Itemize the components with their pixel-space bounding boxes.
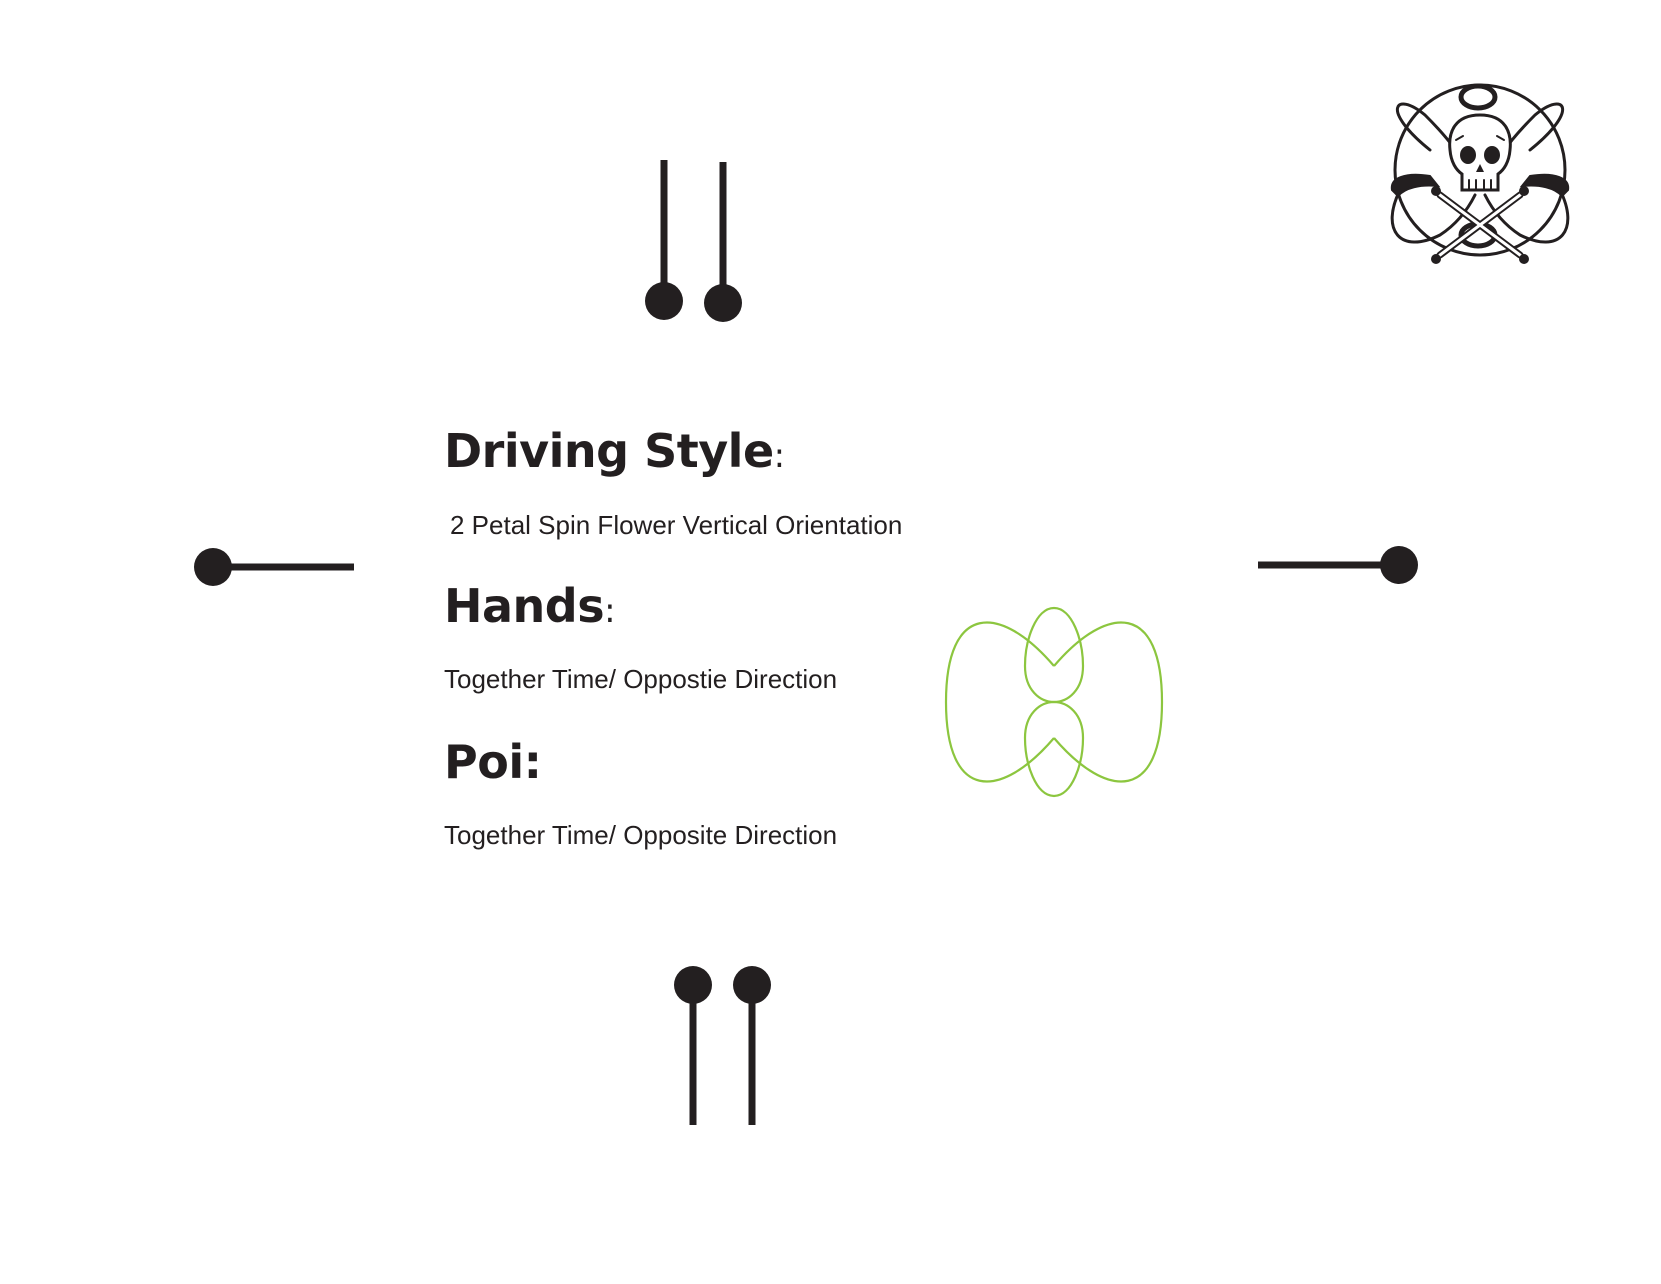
hands-heading-text: Hands bbox=[444, 579, 605, 633]
poi-heading: Poi: bbox=[444, 739, 542, 785]
logo-bone-end-4 bbox=[1519, 186, 1529, 196]
flower-outer-right-loop bbox=[1053, 621, 1164, 783]
top-poi-left-head bbox=[645, 282, 683, 320]
logo-swirl-lower-left bbox=[1390, 188, 1477, 244]
flower-upper-petal bbox=[1023, 606, 1085, 704]
logo-skull-crack-1 bbox=[1455, 135, 1464, 141]
flower-outer-left-loop bbox=[944, 621, 1055, 783]
skull-crossbones-orbit-logo bbox=[1390, 83, 1570, 264]
poi-heading-colon: : bbox=[523, 735, 542, 789]
logo-skull-crack-2 bbox=[1496, 135, 1505, 141]
logo-horn-left bbox=[1390, 173, 1441, 198]
hands-heading-colon: : bbox=[604, 591, 616, 631]
two-petal-flower-pattern-icon bbox=[944, 606, 1164, 798]
bottom-poi-markers bbox=[674, 966, 771, 1125]
driving-style-heading: Driving Style: bbox=[444, 428, 785, 474]
top-poi-markers bbox=[645, 160, 742, 322]
right-poi-head bbox=[1380, 546, 1418, 584]
logo-skull-eye-left bbox=[1460, 146, 1476, 164]
logo-bone-b-inner bbox=[1438, 193, 1522, 257]
logo-bone-end-3 bbox=[1431, 186, 1441, 196]
right-poi-marker bbox=[1258, 546, 1418, 584]
logo-skull-nose bbox=[1476, 164, 1484, 172]
driving-style-heading-text: Driving Style bbox=[444, 424, 774, 478]
logo-bone-end-2 bbox=[1519, 254, 1529, 264]
poi-value: Together Time/ Opposite Direction bbox=[444, 820, 838, 850]
logo-swirl-lower-right bbox=[1483, 188, 1570, 244]
bottom-poi-left-head bbox=[674, 966, 712, 1004]
top-poi-right-head bbox=[704, 284, 742, 322]
poi-heading-text: Poi bbox=[444, 735, 524, 789]
logo-skull bbox=[1448, 113, 1512, 192]
logo-horn-right bbox=[1519, 173, 1570, 198]
left-poi-marker bbox=[194, 548, 354, 586]
logo-top-oval bbox=[1458, 83, 1498, 111]
logo-bone-end-1 bbox=[1431, 254, 1441, 264]
driving-style-heading-colon: : bbox=[773, 436, 785, 476]
driving-style-value: 2 Petal Spin Flower Vertical Orientation bbox=[450, 510, 903, 540]
left-poi-head bbox=[194, 548, 232, 586]
hands-value: Together Time/ Oppostie Direction bbox=[444, 664, 838, 694]
flower-lower-petal bbox=[1023, 700, 1085, 798]
bottom-poi-right-head bbox=[733, 966, 771, 1004]
hands-heading: Hands: bbox=[444, 583, 616, 631]
logo-skull-eye-right bbox=[1484, 146, 1500, 164]
